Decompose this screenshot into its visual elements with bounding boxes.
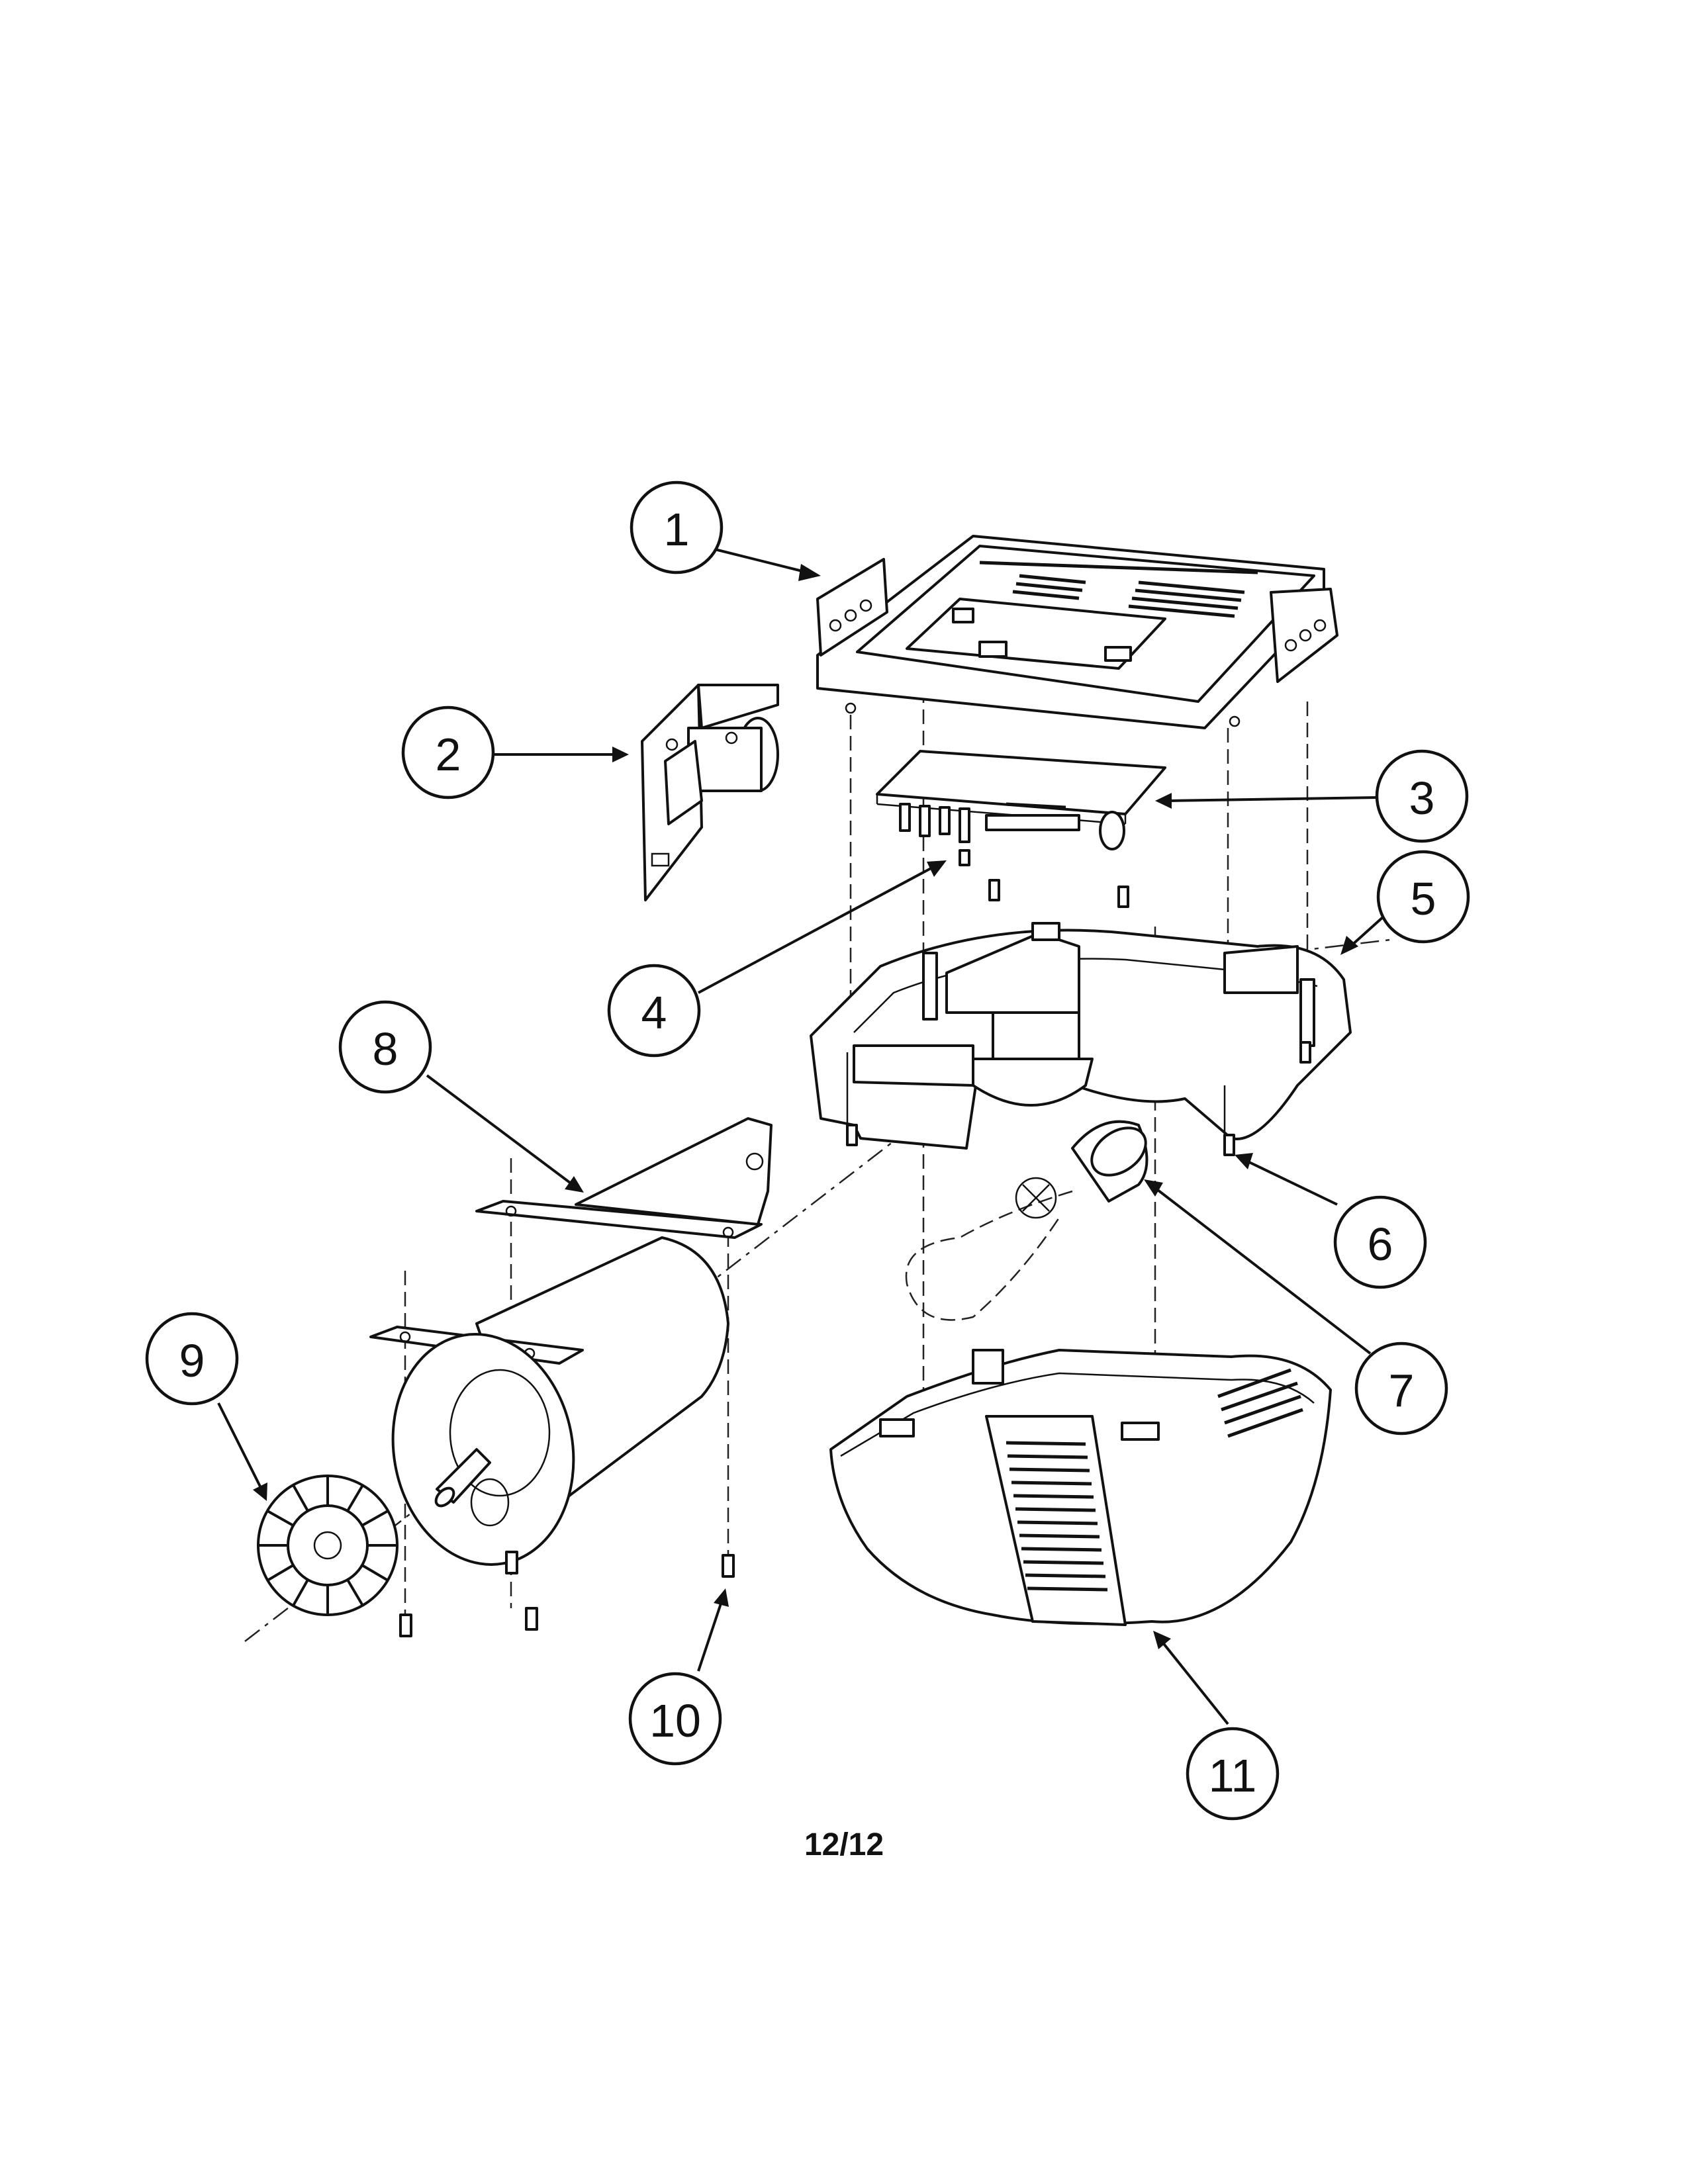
callout-label-3: 3 (1409, 772, 1435, 824)
callout-8: 8 (338, 1000, 432, 1094)
callout-2: 2 (401, 705, 495, 799)
light-socket (905, 1120, 1149, 1321)
callout-1: 1 (630, 480, 724, 574)
callout-label-4: 4 (641, 987, 667, 1038)
callout-6: 6 (1333, 1195, 1427, 1289)
callout-label-5: 5 (1411, 873, 1436, 925)
callout-10: 10 (628, 1672, 722, 1766)
rpm-interrupter-cup (257, 1475, 399, 1616)
callout-4: 4 (607, 964, 701, 1058)
callout-label-1: 1 (664, 504, 690, 555)
motor-mounting-screws (399, 1551, 735, 1637)
callout-label-9: 9 (179, 1335, 205, 1387)
interrupter-fins (258, 1476, 397, 1615)
receiver-logic-board (876, 750, 1166, 850)
board-connector-pins (1006, 802, 1066, 809)
chassis-bracket (816, 535, 1338, 729)
callout-11: 11 (1186, 1727, 1280, 1821)
cover (829, 1349, 1332, 1626)
housing-screws (846, 1041, 1311, 1156)
motor-assembly (369, 1117, 773, 1566)
callout-3: 3 (1375, 749, 1469, 843)
board-screws (959, 849, 1129, 908)
housing-base (810, 922, 1352, 1150)
callout-label-8: 8 (373, 1023, 399, 1075)
chassis-vent-slots (979, 561, 1258, 618)
callout-label-10: 10 (649, 1695, 701, 1747)
travel-module (641, 684, 779, 901)
callout-7: 7 (1354, 1342, 1448, 1435)
callout-5: 5 (1376, 850, 1470, 944)
callout-label-6: 6 (1368, 1218, 1393, 1270)
page-number: 12/12 (804, 1827, 884, 1862)
callout-label-7: 7 (1389, 1365, 1415, 1416)
bulb-filament (1015, 1177, 1057, 1219)
callout-label-2: 2 (436, 729, 461, 780)
cover-vent-slots (1006, 1368, 1303, 1592)
leader-lines (217, 548, 1385, 1725)
callout-label-11: 11 (1209, 1750, 1257, 1801)
callout-9: 9 (145, 1312, 239, 1406)
